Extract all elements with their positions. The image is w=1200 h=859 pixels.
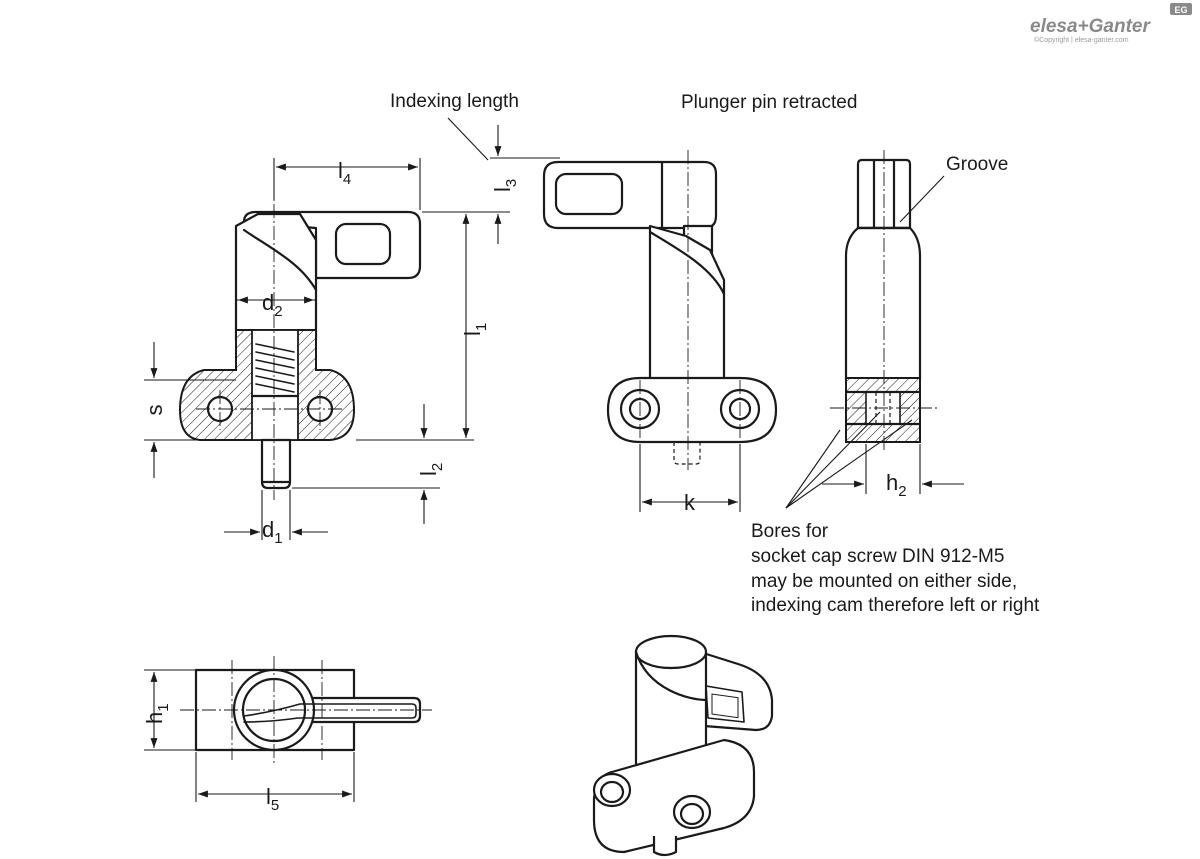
dim-l4: l4	[338, 158, 351, 188]
top-view	[180, 656, 432, 764]
dimension-labels: l4 d2 d1 k h2 l5 s l1 l2 l3	[142, 158, 907, 814]
brand-name: elesa+Ganter	[1030, 16, 1151, 37]
dim-k: k	[684, 490, 696, 515]
svg-text:l2: l2	[416, 463, 446, 476]
dim-l3: l3	[490, 179, 520, 192]
svg-text:l3: l3	[490, 179, 520, 192]
front-dimensions	[144, 117, 560, 540]
isometric-view	[592, 634, 774, 857]
dim-h2: h2	[886, 470, 907, 500]
brand-logo: elesa+Ganter EG ©Copyright | elesa-gante…	[1030, 3, 1192, 44]
front-section-view	[178, 160, 422, 500]
side-dimensions	[785, 411, 964, 509]
callout-labels: Indexing length Plunger pin retracted Gr…	[390, 91, 1040, 616]
side-view	[830, 150, 945, 450]
groove-label: Groove	[946, 154, 1008, 175]
dim-l1: l1	[460, 323, 490, 336]
dim-h1: h1	[142, 703, 172, 724]
bores-line-1: Bores for	[751, 521, 829, 542]
retracted-dimensions	[639, 444, 741, 512]
svg-text:l1: l1	[460, 323, 490, 336]
brand-badge: EG	[1174, 5, 1187, 15]
bores-line-2: socket cap screw DIN 912-M5	[751, 546, 1004, 567]
dim-d2: d2	[262, 290, 283, 320]
top-dimensions	[144, 669, 355, 802]
dim-d1: d1	[262, 517, 283, 547]
dim-s: s	[142, 405, 167, 416]
dim-l5: l5	[266, 784, 279, 814]
indexing-length-label: Indexing length	[390, 91, 519, 112]
copyright-text: ©Copyright | elesa-ganter.com	[1034, 36, 1129, 44]
dim-l2: l2	[416, 463, 446, 476]
svg-text:s: s	[142, 405, 167, 416]
bores-line-3: may be mounted on either side,	[751, 571, 1017, 592]
plunger-retracted-label: Plunger pin retracted	[681, 92, 857, 113]
retracted-view	[542, 150, 778, 470]
svg-text:h1: h1	[142, 703, 172, 724]
bores-line-4: indexing cam therefore left or right	[751, 595, 1040, 616]
